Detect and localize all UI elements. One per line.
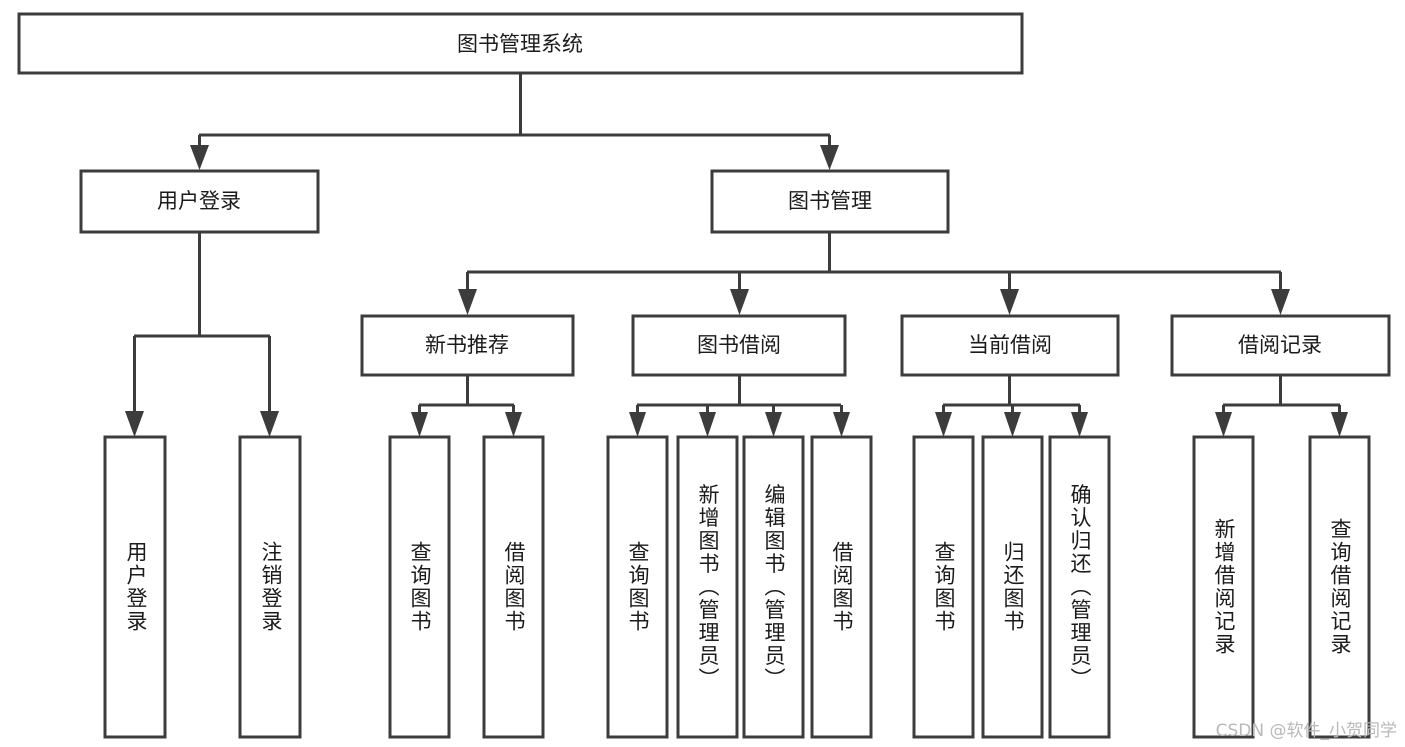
node-book-borrow[interactable]: 图书借阅 xyxy=(631,314,847,377)
node-user-login-label: 用户登录 xyxy=(157,189,241,213)
leaf-node-user-login-action[interactable]: 用户登录 xyxy=(103,435,167,739)
node-new-book-recommend[interactable]: 新书推荐 xyxy=(360,314,575,377)
node-user-login-box[interactable] xyxy=(79,169,320,234)
leaf-node-cb-return-book-label: 归还图书 xyxy=(1001,541,1025,633)
leaf-node-br-add-record-label: 新增借阅记录 xyxy=(1212,518,1236,656)
node-current-borrow-box[interactable] xyxy=(900,314,1120,377)
arrow-head-bb-leaf2 xyxy=(699,412,716,437)
arrow-head-user-login-leaf xyxy=(125,411,144,437)
arrow-head-userlogin xyxy=(190,145,209,170)
node-borrow-record[interactable]: 借阅记录 xyxy=(1170,314,1391,377)
leaf-node-nb-borrow-book[interactable]: 借阅图书 xyxy=(482,435,545,739)
leaf-node-br-add-record-box[interactable] xyxy=(1192,435,1255,739)
leaf-node-cb-confirm-return-admin-box[interactable] xyxy=(1048,435,1111,739)
node-book-management[interactable]: 图书管理 xyxy=(710,169,950,234)
leaf-node-bb-query-book-label: 查询图书 xyxy=(626,541,650,633)
node-borrow-record-label: 借阅记录 xyxy=(1238,333,1322,357)
arrow-head-currentborrow xyxy=(1000,289,1019,315)
node-book-management-box[interactable] xyxy=(710,169,950,234)
arrow-head-br-leaf1 xyxy=(1215,412,1232,437)
node-new-book-recommend-label: 新书推荐 xyxy=(425,333,509,357)
leaf-node-bb-borrow-book-box[interactable] xyxy=(810,435,873,739)
arrow-head-bb-leaf4 xyxy=(833,412,850,437)
node-book-borrow-box[interactable] xyxy=(631,314,847,377)
arrow-head-bb-leaf1 xyxy=(629,412,646,437)
node-borrow-record-box[interactable] xyxy=(1170,314,1391,377)
leaf-node-logout-action-label: 注销登录 xyxy=(259,541,283,633)
arrow-head-nb-leaf2 xyxy=(505,412,522,437)
node-book-borrow-label: 图书借阅 xyxy=(697,333,781,357)
node-new-book-recommend-box[interactable] xyxy=(360,314,575,377)
arrow-head-nb-leaf1 xyxy=(411,412,428,437)
leaf-node-bb-add-book-admin-label: 新增图书（管理员） xyxy=(696,484,720,691)
leaf-node-logout-action-box[interactable] xyxy=(238,435,302,739)
leaf-node-cb-query-book-label: 查询图书 xyxy=(932,541,956,633)
arrow-head-br-leaf2 xyxy=(1331,412,1348,437)
leaf-node-cb-return-book-box[interactable] xyxy=(981,435,1044,739)
leaf-node-nb-borrow-book-box[interactable] xyxy=(482,435,545,739)
leaf-node-nb-query-book[interactable]: 查询图书 xyxy=(388,435,451,739)
leaf-node-br-query-record-label: 查询借阅记录 xyxy=(1328,518,1352,656)
leaf-node-nb-query-book-box[interactable] xyxy=(388,435,451,739)
arrow-head-bb-leaf3 xyxy=(765,412,782,437)
node-current-borrow-label: 当前借阅 xyxy=(968,333,1052,357)
leaf-node-bb-query-book[interactable]: 查询图书 xyxy=(606,435,669,739)
leaf-node-bb-borrow-book[interactable]: 借阅图书 xyxy=(810,435,873,739)
node-root-system[interactable]: 图书管理系统 xyxy=(17,12,1024,75)
leaf-node-user-login-action-box[interactable] xyxy=(103,435,167,739)
arrow-head-borrowrecord xyxy=(1271,289,1290,315)
arrow-head-newbook xyxy=(458,289,477,315)
arrow-head-cb-leaf2 xyxy=(1004,412,1021,437)
leaf-node-nb-query-book-label: 查询图书 xyxy=(408,541,432,633)
node-book-management-label: 图书管理 xyxy=(788,189,872,213)
leaf-node-cb-confirm-return-admin[interactable]: 确认归还（管理员） xyxy=(1048,435,1111,739)
node-user-login[interactable]: 用户登录 xyxy=(79,169,320,234)
leaf-node-cb-query-book-box[interactable] xyxy=(912,435,975,739)
arrow-head-logout-leaf xyxy=(260,411,279,437)
leaf-node-bb-edit-book-admin-box[interactable] xyxy=(742,435,805,739)
connector-layer xyxy=(125,73,1348,437)
leaf-node-cb-query-book[interactable]: 查询图书 xyxy=(912,435,975,739)
leaf-node-logout-action[interactable]: 注销登录 xyxy=(238,435,302,739)
leaf-node-br-query-record-box[interactable] xyxy=(1308,435,1371,739)
leaf-node-cb-return-book[interactable]: 归还图书 xyxy=(981,435,1044,739)
csdn-watermark: CSDN @软件_小贺同学 xyxy=(1215,721,1397,741)
arrow-head-cb-leaf1 xyxy=(935,412,952,437)
arrow-head-cb-leaf3 xyxy=(1071,412,1088,437)
leaf-node-bb-add-book-admin-box[interactable] xyxy=(676,435,739,739)
leaf-node-bb-edit-book-admin-label: 编辑图书（管理员） xyxy=(762,484,786,691)
arrow-head-bookborrow xyxy=(730,289,749,315)
leaf-node-br-add-record[interactable]: 新增借阅记录 xyxy=(1192,435,1255,739)
arrow-head-bookmgmt xyxy=(820,145,839,170)
node-root-system-label: 图书管理系统 xyxy=(457,32,583,56)
leaf-node-bb-query-book-box[interactable] xyxy=(606,435,669,739)
leaf-node-bb-edit-book-admin[interactable]: 编辑图书（管理员） xyxy=(742,435,805,739)
node-current-borrow[interactable]: 当前借阅 xyxy=(900,314,1120,377)
leaf-node-br-query-record[interactable]: 查询借阅记录 xyxy=(1308,435,1371,739)
leaf-node-bb-add-book-admin[interactable]: 新增图书（管理员） xyxy=(676,435,739,739)
leaf-node-cb-confirm-return-admin-label: 确认归还（管理员） xyxy=(1068,484,1092,691)
leaf-node-bb-borrow-book-label: 借阅图书 xyxy=(830,541,854,633)
node-root-system-box[interactable] xyxy=(17,12,1024,75)
leaf-node-nb-borrow-book-label: 借阅图书 xyxy=(502,541,526,633)
leaf-node-user-login-action-label: 用户登录 xyxy=(124,541,148,633)
